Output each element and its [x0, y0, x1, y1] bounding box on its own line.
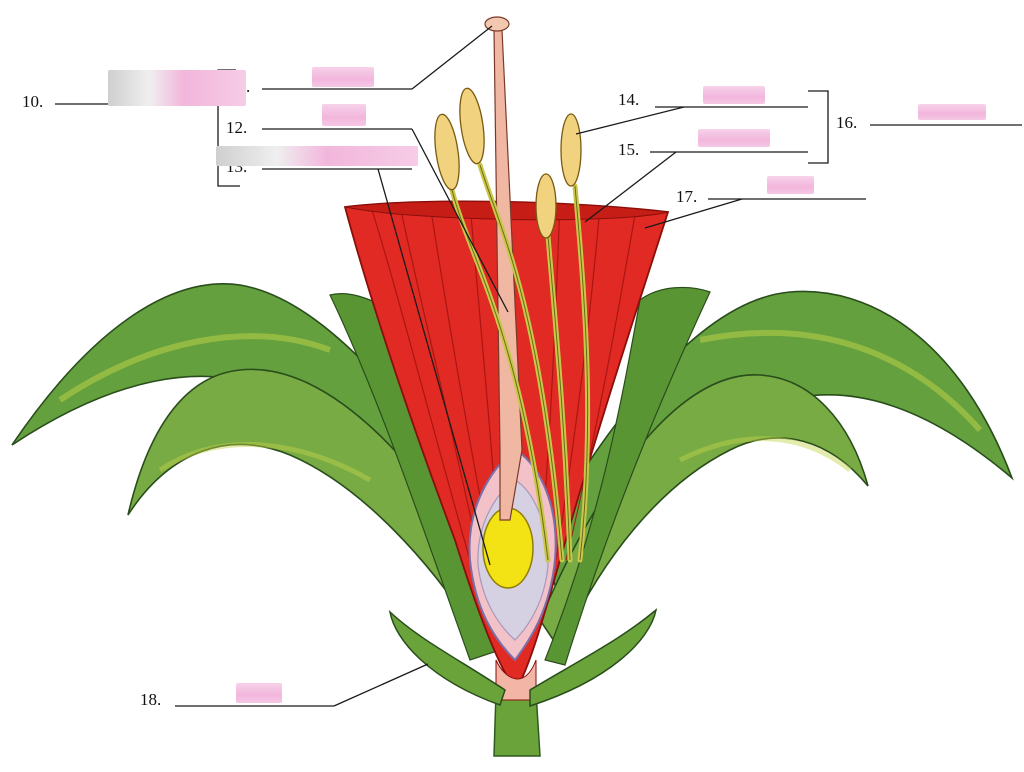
answer-blank-13[interactable]	[216, 146, 418, 166]
label-12-number: 12.	[226, 118, 248, 137]
answer-blank-18[interactable]	[236, 683, 282, 703]
right-leaf-lower	[544, 286, 711, 666]
answer-blank-17[interactable]	[767, 176, 814, 194]
label-11-number: .	[246, 77, 251, 96]
left-leaf-front	[127, 368, 506, 642]
label-14-number: 14.	[618, 90, 640, 109]
anther-1	[434, 113, 460, 191]
anther-2	[459, 87, 485, 165]
answer-blank-10[interactable]	[108, 70, 246, 106]
answer-blank-16[interactable]	[918, 104, 986, 120]
answer-blank-15[interactable]	[698, 129, 770, 147]
label-17-number: 17.	[676, 187, 698, 206]
anther-4	[560, 113, 582, 187]
anther-3	[535, 173, 557, 239]
label-16-number: 16.	[836, 113, 858, 132]
answer-blank-14[interactable]	[703, 86, 765, 104]
answer-blank-11[interactable]	[312, 67, 374, 87]
answer-blank-12[interactable]	[322, 104, 366, 126]
label-18-number: 18.	[140, 690, 162, 709]
sepal-right	[529, 608, 658, 708]
label-10-number: 10.	[22, 92, 44, 111]
sepal-left	[388, 609, 506, 706]
label-15-number: 15.	[618, 140, 640, 159]
